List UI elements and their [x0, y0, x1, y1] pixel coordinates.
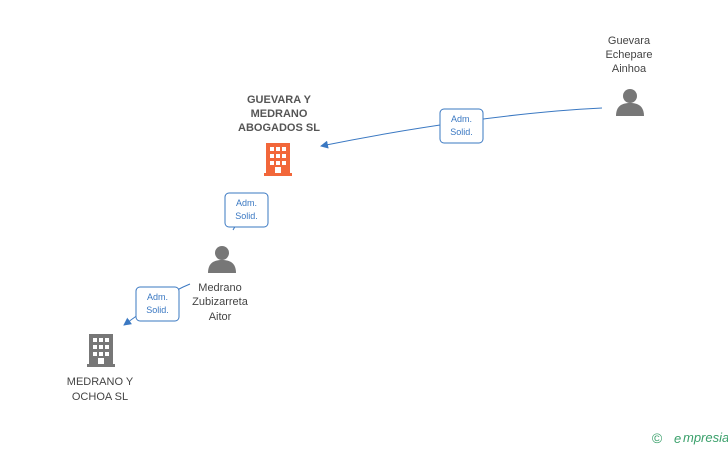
node-medrano-ochoa-label-line-2: OCHOA SL — [72, 391, 128, 403]
building-icon — [87, 334, 115, 367]
node-medrano-zubizarreta-label-line-1: Medrano — [198, 282, 241, 294]
node-guevara-medrano-label-line-1: GUEVARA Y — [247, 94, 312, 106]
edges — [123, 107, 603, 326]
person-icon — [208, 246, 236, 273]
edge-label-3-line-1: Adm. — [147, 292, 168, 302]
node-guevara-medrano-label-line-3: ABOGADOS SL — [238, 122, 320, 134]
copyright-symbol: © — [652, 430, 663, 446]
node-guevara-medrano-label-line-2: MEDRANO — [251, 108, 308, 120]
edge-label-1[interactable]: Adm. Solid. — [439, 108, 484, 144]
node-guevara-echepare-ainhoa[interactable]: Guevara Echepare Ainhoa — [605, 35, 653, 116]
edge-label-2[interactable]: Adm. Solid. — [224, 192, 269, 228]
person-icon — [616, 89, 644, 116]
edge-label-1-line-2: Solid. — [450, 127, 473, 137]
node-guevara-echepare-label-line-3: Ainhoa — [612, 63, 647, 75]
brand-initial: e — [674, 431, 681, 446]
node-medrano-zubizarreta-aitor[interactable]: Medrano Zubizarreta Aitor — [192, 246, 249, 323]
edge-label-2-line-2: Solid. — [235, 211, 258, 221]
node-medrano-y-ochoa[interactable]: MEDRANO Y OCHOA SL — [67, 334, 134, 403]
building-icon — [264, 143, 292, 176]
node-guevara-echepare-label-line-2: Echepare — [605, 49, 652, 61]
edge-label-1-line-1: Adm. — [451, 114, 472, 124]
empresia-watermark: © e mpresia — [652, 430, 728, 446]
node-medrano-zubizarreta-label-line-2: Zubizarreta — [192, 296, 249, 308]
edge-label-3-line-2: Solid. — [146, 305, 169, 315]
edge-label-3[interactable]: Adm. Solid. — [135, 286, 180, 322]
node-medrano-zubizarreta-label-line-3: Aitor — [209, 311, 232, 323]
brand-name: mpresia — [683, 430, 728, 445]
node-medrano-ochoa-label-line-1: MEDRANO Y — [67, 376, 134, 388]
node-guevara-medrano-abogados[interactable]: GUEVARA Y MEDRANO ABOGADOS SL — [238, 94, 320, 176]
edge-label-2-line-1: Adm. — [236, 198, 257, 208]
node-guevara-echepare-label-line-1: Guevara — [608, 35, 651, 47]
